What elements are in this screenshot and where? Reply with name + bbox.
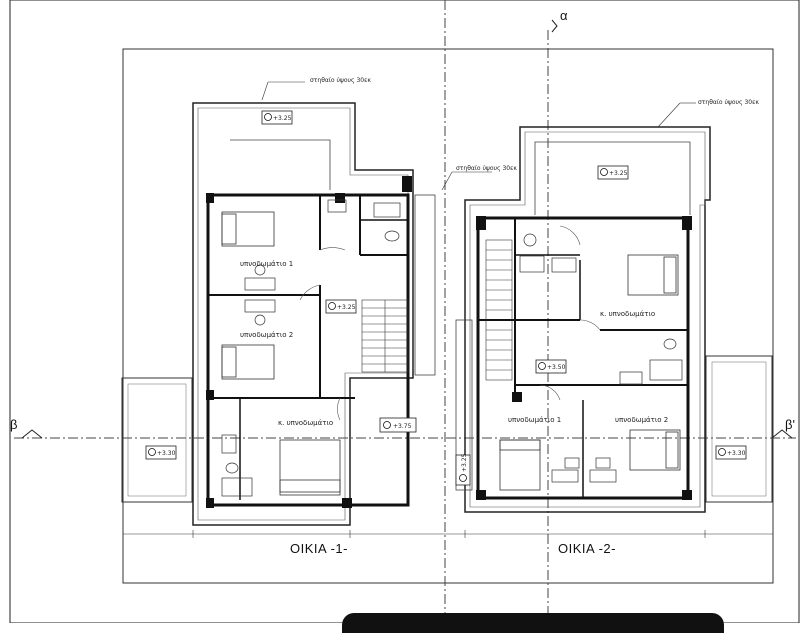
house-2-label: ΟΙΚΙΑ -2- [558,541,616,556]
svg-text:+3.30: +3.30 [727,450,746,457]
house-1-column [335,193,345,203]
house-1-door [319,247,346,251]
house-1-bed-1 [221,211,275,247]
house-2-door [539,384,561,401]
house-1-door [337,397,341,421]
house-1-sink-2 [221,434,237,454]
svg-text:+3.25: +3.25 [461,453,468,472]
house-2-chair [564,457,580,469]
house-2-column [476,216,486,230]
house-2-terrace-inner [469,131,706,508]
house-1-note-leader [261,81,269,101]
house-1-level-stair: +3.25 [325,299,357,314]
house-2-column [682,216,692,230]
house-2-desk [551,469,579,483]
house-2-master-label: κ. υπνοδωμάτιο [600,310,655,318]
house-1-side-pavilion [121,377,193,503]
house-2-sink-2 [619,371,643,385]
house-1-column [206,498,214,508]
svg-text:+3.50: +3.50 [547,364,566,371]
beta-right-marker [771,429,793,439]
svg-text:+3.25: +3.25 [337,304,356,311]
house-2-bedroom2-label: υπνοδωμάτιο 2 [615,416,668,424]
house-2-wc-2 [663,338,677,350]
house-1-bed-master [279,439,341,496]
middle-note-leader [441,171,453,191]
house-2-column [682,490,692,500]
house-1-column [402,176,412,192]
house-2-side-channel [455,319,473,491]
axis-alpha-label: α [560,8,568,23]
house-1-desk [244,277,276,291]
house-2-parapet [534,141,691,215]
house-2-desk [589,469,617,483]
house-1-column [342,498,352,508]
house-2-door [579,319,601,331]
house-2: κ. υπνοδωμάτιο υπνοδωμάτιο 1 υπνοδωμάτιο… [445,99,773,556]
middle-roof-note: στηθαίο ύψους 30εκ [456,165,517,172]
house-1-chair [254,314,266,326]
house-2-bed-master [627,254,679,296]
house-2-shower [519,255,545,273]
svg-text:+3.75: +3.75 [393,423,412,430]
axis-beta-right-label: β' [785,417,795,432]
house-2-chair [595,457,611,469]
svg-text:+3.30: +3.30 [157,450,176,457]
house-2-level-top: +3.25 [597,165,629,180]
alpha-marker [551,19,558,33]
house-1-side-pavilion-inner [127,383,187,497]
house-1-wc-2 [225,462,239,474]
house-1-chair [254,264,266,276]
house-1-level-side: +3.30 [145,445,177,460]
house-2-sink [551,257,577,273]
house-2-level-stair: +3.50 [535,359,567,374]
svg-text:+3.25: +3.25 [609,170,628,177]
house-1-label: ΟΙΚΙΑ -1- [290,541,348,556]
house-2-side-pavilion [705,355,773,503]
house-2-note-leader [657,102,681,128]
house-1: υπνοδωμάτιο 1 υπνοδωμάτιο 2 κ. υπνοδωμάτ… [121,77,445,556]
house-2-level-side: +3.30 [715,445,747,460]
svg-text:+3.25: +3.25 [273,115,292,122]
house-2-bed-2 [629,429,681,471]
house-1-terrace-outline [192,102,414,526]
house-1-column [206,390,214,400]
house-1-level-top: +3.25 [261,110,293,125]
house-1-door [299,284,321,301]
house-1-bedroom1-label: υπνοδωμάτιο 1 [240,260,293,268]
house-2-wc [523,233,537,247]
house-2-column [476,490,486,500]
house-2-bed-1 [499,439,541,491]
site-boundary [122,48,774,584]
house-1-sink [327,199,347,213]
house-1-parapet [230,139,331,190]
house-1-wc [384,230,400,242]
house-2-side-pavilion-inner [711,361,767,497]
house-1-shower [373,202,401,218]
bottom-overlay-bar [342,613,724,633]
house-2-level-landing: +3.25 [455,453,471,486]
house-1-bedroom2-label: υπνοδωμάτιο 2 [240,331,293,339]
axis-beta-left-label: β [10,417,17,432]
house-2-stairs [485,239,513,381]
house-1-stairs [361,299,409,373]
house-1-level-landing: +3.75 [379,417,417,433]
house-2-bedroom1-label: υπνοδωμάτιο 1 [508,416,561,424]
house-1-bed-2 [221,344,275,380]
house-2-door [559,225,581,246]
house-1-master-label: κ. υπνοδωμάτιο [278,419,333,427]
house-1-column [206,193,214,203]
house-2-terrace-outline [464,126,711,513]
house-1-side-channel [414,194,436,376]
beta-left-marker [21,429,43,439]
sheet-frame [9,0,800,623]
house-1-bathtub [221,477,253,497]
house-1-desk [244,299,276,313]
house-2-bathtub [649,359,683,381]
house-2-column [512,392,522,402]
house-2-roof-note: στηθαίο ύψους 30εκ [698,99,759,106]
house-1-walls [206,193,410,507]
house-1-roof-note: στηθαίο ύψους 30εκ [310,77,371,84]
